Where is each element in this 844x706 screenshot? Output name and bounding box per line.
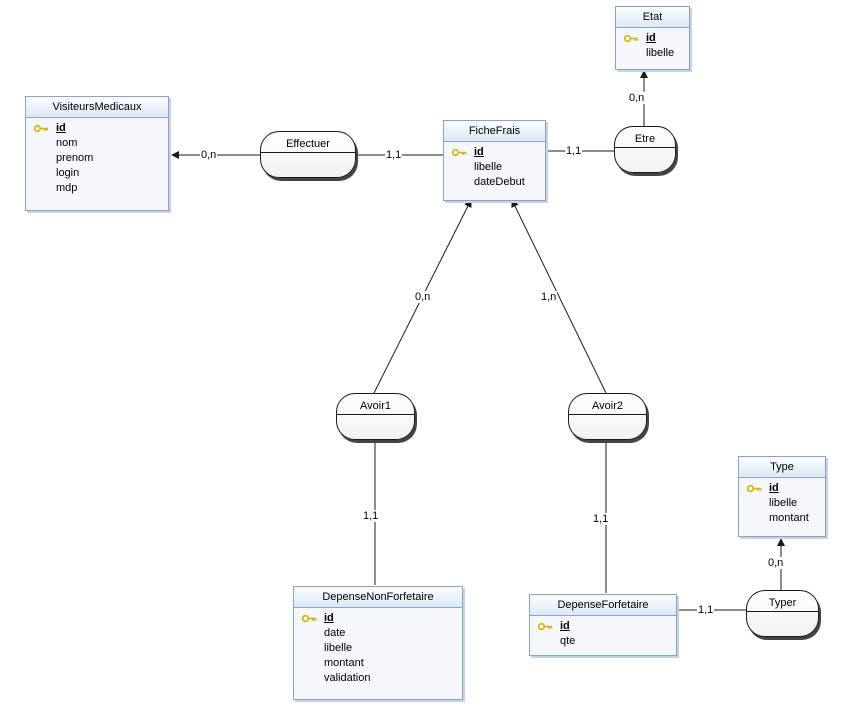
primary-key-attribute: id <box>616 31 689 46</box>
entity-title: DepenseForfetaire <box>530 595 676 616</box>
cardinality-avoir2-df: 1,1 <box>592 513 610 525</box>
attribute-name: id <box>56 122 66 134</box>
attribute: libelle <box>769 497 798 509</box>
key-icon <box>747 485 762 492</box>
entity-depensenonforfetaire[interactable]: DepenseNonForfetaire id date libelle mon… <box>293 586 463 700</box>
association-divider <box>261 152 355 153</box>
attribute: libelle <box>646 47 675 59</box>
attribute-name: id <box>474 146 484 158</box>
association-etre[interactable]: Etre <box>614 126 676 173</box>
attribute: libelle <box>324 642 353 654</box>
entity-fichefrais[interactable]: FicheFrais id libelle dateDebut <box>443 120 546 201</box>
entity-type[interactable]: Type id libelle montant <box>738 456 826 537</box>
association-effectuer[interactable]: Effectuer <box>260 131 356 178</box>
cardinality-avoir1-fichefrais: 0,n <box>414 291 432 303</box>
key-icon <box>452 149 467 156</box>
entity-title: Type <box>739 457 825 478</box>
primary-key-attribute: id <box>294 611 462 626</box>
attribute: montant <box>324 657 364 669</box>
cardinality-effectuer-fichefrais: 1,1 <box>385 149 403 161</box>
association-avoir1[interactable]: Avoir1 <box>336 393 415 440</box>
cardinality-etre-etat: 0,n <box>628 92 646 104</box>
association-name: Typer <box>768 597 797 609</box>
attribute: validation <box>324 672 371 684</box>
association-name: Effectuer <box>286 138 330 150</box>
attribute: prenom <box>56 152 94 164</box>
association-avoir2[interactable]: Avoir2 <box>568 393 647 440</box>
attribute-name: id <box>324 612 334 624</box>
association-divider <box>747 611 818 612</box>
cardinality-avoir1-dnf: 1,1 <box>362 510 380 522</box>
primary-key-attribute: id <box>739 481 825 496</box>
key-icon <box>538 623 553 630</box>
attribute-name: id <box>560 620 570 632</box>
cardinality-etre-fichefrais: 1,1 <box>565 145 583 157</box>
entity-title: VisiteursMedicaux <box>26 97 168 118</box>
attribute: date <box>324 627 346 639</box>
attribute: mdp <box>56 182 78 194</box>
attribute: libelle <box>474 161 503 173</box>
key-icon <box>34 125 49 132</box>
attribute: nom <box>56 137 78 149</box>
entity-title: FicheFrais <box>444 121 545 142</box>
key-icon <box>302 615 317 622</box>
cardinality-typer-df: 1,1 <box>697 604 715 616</box>
attribute: qte <box>560 635 576 647</box>
attribute: montant <box>769 512 809 524</box>
association-name: Avoir2 <box>592 400 623 412</box>
attribute-name: id <box>769 482 779 494</box>
primary-key-attribute: id <box>26 121 168 136</box>
entity-visiteursmedicaux[interactable]: VisiteursMedicaux id nom prenom login md… <box>25 96 169 211</box>
cardinality-typer-type: 0,n <box>767 557 785 569</box>
link-avoir2-fichefrais <box>511 199 607 394</box>
entity-etat[interactable]: Etat id libelle <box>615 6 690 70</box>
association-divider <box>615 147 675 148</box>
entity-depenseforfetaire[interactable]: DepenseForfetaire id qte <box>529 594 677 656</box>
entity-title: Etat <box>616 7 689 28</box>
primary-key-attribute: id <box>530 619 676 634</box>
attribute: login <box>56 167 80 179</box>
association-divider <box>569 414 646 415</box>
key-icon <box>624 35 639 42</box>
association-name: Etre <box>634 133 656 145</box>
association-name: Avoir1 <box>360 400 391 412</box>
attribute-name: id <box>646 32 656 44</box>
association-divider <box>337 414 414 415</box>
attribute: dateDebut <box>474 176 525 188</box>
primary-key-attribute: id <box>444 145 545 160</box>
entity-title: DepenseNonForfetaire <box>294 587 462 608</box>
association-typer[interactable]: Typer <box>746 590 819 637</box>
cardinality-effectuer-visiteurs: 0,n <box>200 149 218 161</box>
cardinality-avoir2-fichefrais: 1,n <box>540 291 558 303</box>
